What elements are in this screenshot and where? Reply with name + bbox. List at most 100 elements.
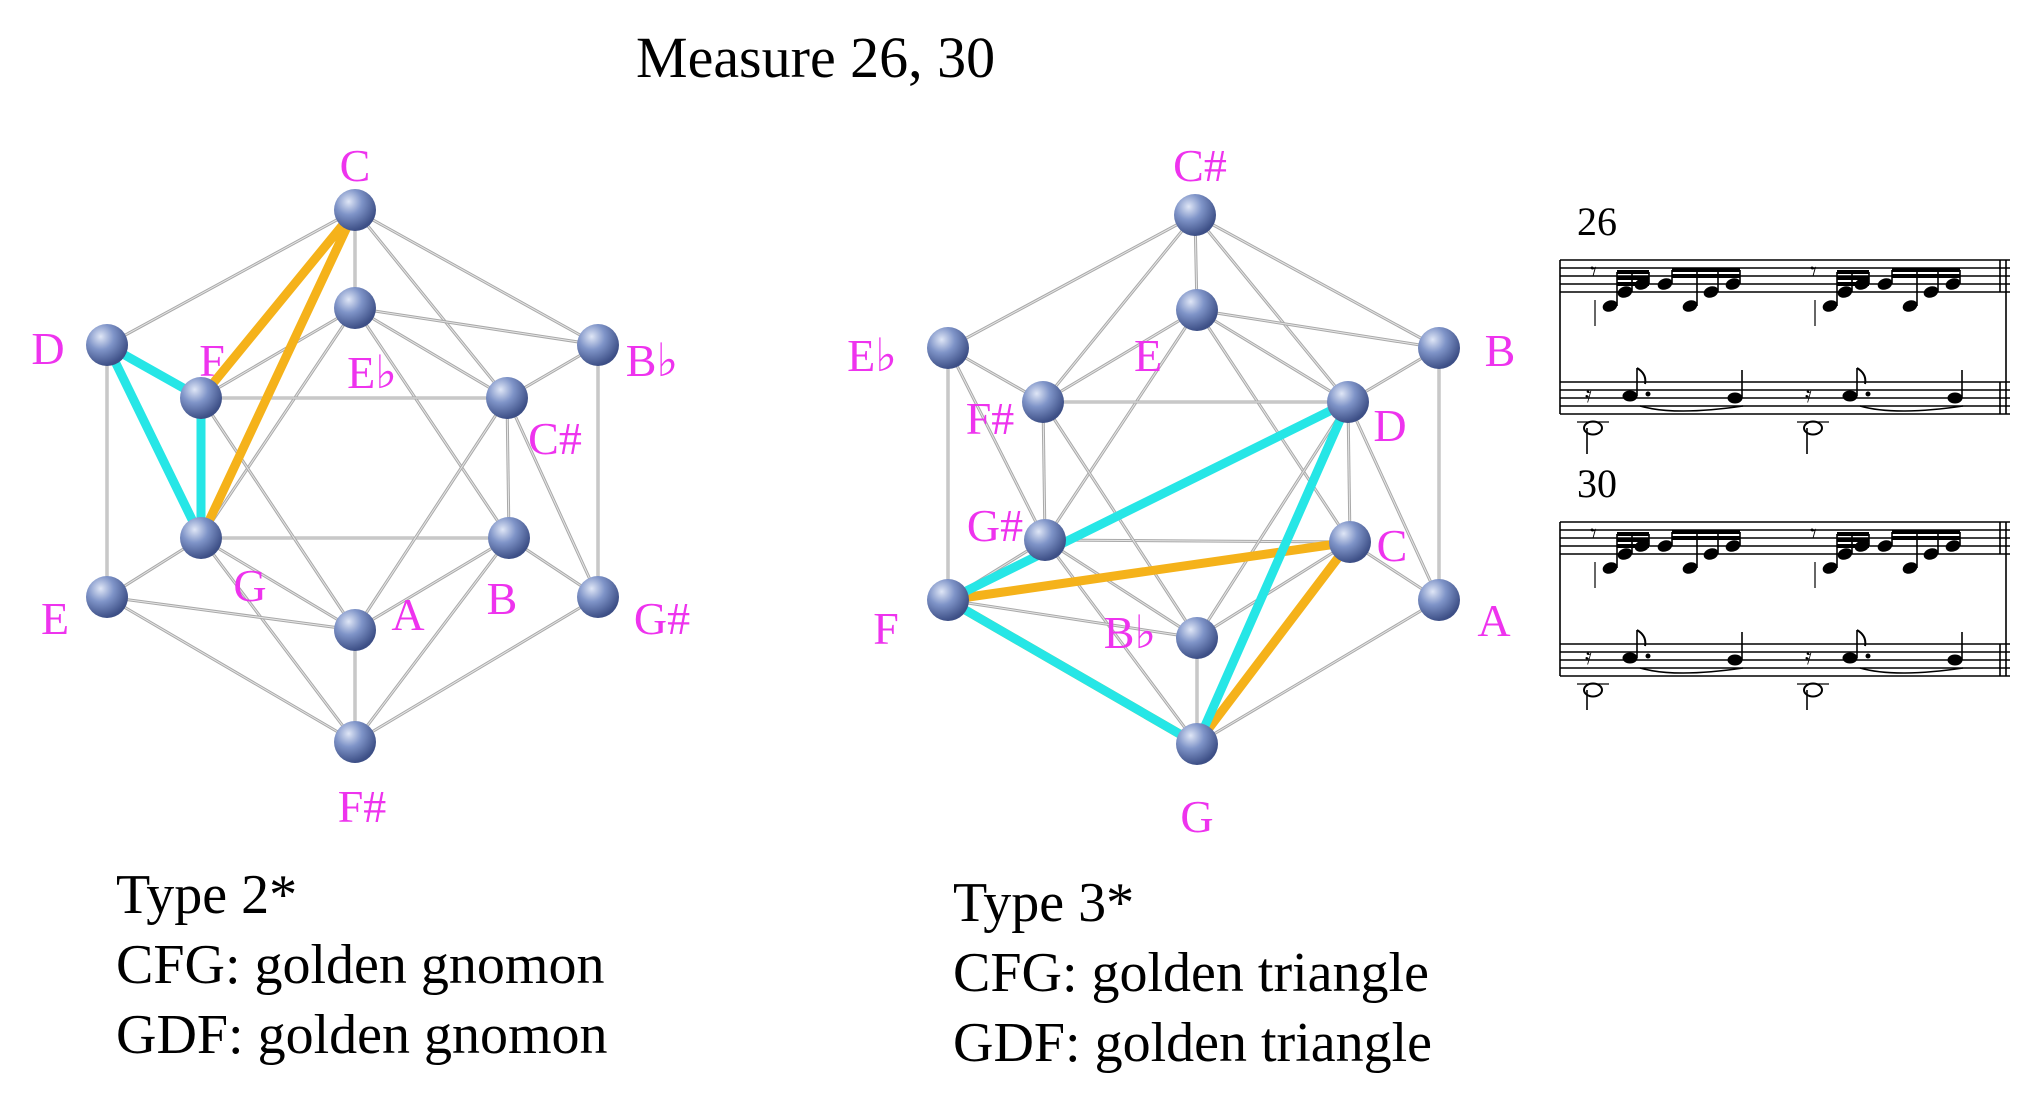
note-head — [1703, 286, 1719, 298]
node-g — [180, 517, 222, 559]
label-fs: F# — [966, 393, 1015, 444]
caption-line-gdf: GDF: golden triangle — [953, 1012, 1433, 1074]
edge-highlight — [947, 599, 1198, 639]
note-head — [1602, 300, 1618, 312]
edge-highlight — [1044, 539, 1198, 639]
node-bb — [577, 324, 619, 366]
note-head — [1945, 540, 1961, 552]
triangle-gdf — [102, 340, 206, 543]
note-flag — [1636, 629, 1647, 647]
note-head — [1822, 562, 1838, 574]
note-head — [1657, 278, 1673, 290]
note-head — [1822, 300, 1838, 312]
label-gs: G# — [967, 500, 1023, 551]
note-head — [1602, 562, 1618, 574]
label-gs: G# — [634, 593, 690, 644]
caption-line-cfg: CFG: golden triangle — [953, 942, 1429, 1004]
node-f — [180, 377, 222, 419]
augmentation-dot — [1865, 391, 1871, 397]
label-a: A — [391, 589, 424, 640]
node-c — [334, 189, 376, 231]
caption-type: Type 3* — [953, 872, 1135, 934]
label-cs: C# — [1173, 140, 1227, 191]
label-eb: E♭ — [347, 347, 397, 398]
node-b — [1418, 327, 1460, 369]
edge-highlight — [354, 307, 510, 539]
figure-title: Measure 26, 30 — [636, 25, 996, 90]
edge-highlight — [354, 307, 508, 399]
edge-highlight — [1042, 214, 1196, 403]
augmentation-dot — [1645, 391, 1651, 397]
node-a — [334, 609, 376, 651]
label-a: A — [1477, 595, 1510, 646]
node-d — [1327, 381, 1369, 423]
note-head — [1902, 300, 1918, 312]
score-measure-26: 26 𝄾𝄾𝄿𝄿 — [1559, 199, 2010, 454]
note-head — [1923, 548, 1939, 560]
edge-highlight — [106, 596, 356, 631]
edge-highlight — [1347, 401, 1351, 543]
measure-number: 26 — [1577, 199, 1617, 244]
caption-line-cfg: CFG: golden gnomon — [116, 934, 605, 996]
label-g: G — [1180, 791, 1213, 842]
note-head — [1682, 562, 1698, 574]
node-f — [927, 579, 969, 621]
eighth-rest: 𝄾 — [1810, 257, 1817, 287]
edge-highlight — [200, 537, 356, 631]
node-e — [1176, 289, 1218, 331]
note-head — [1703, 548, 1719, 560]
eighth-rest: 𝄾 — [1590, 257, 1597, 287]
edge-highlight — [1194, 214, 1349, 403]
note-head — [1877, 540, 1893, 552]
caption-left: Type 2* CFG: golden gnomon GDF: golden g… — [116, 860, 608, 1070]
tie — [1859, 667, 1964, 674]
note-flag — [1856, 629, 1867, 647]
edge-highlight — [1196, 599, 1440, 745]
edge-highlight — [354, 537, 510, 631]
note-head — [1923, 286, 1939, 298]
note-head — [1657, 540, 1673, 552]
augmentation-dot — [1865, 653, 1871, 659]
note-head — [1617, 548, 1633, 560]
note-head — [1617, 286, 1633, 298]
node-gs — [1024, 519, 1066, 561]
label-e: E — [41, 593, 69, 644]
note-head — [1727, 654, 1743, 666]
note-head — [1682, 300, 1698, 312]
music-score: 26 𝄾 𝄾 𝄿 𝄿 30 𝄾𝄾𝄿𝄿 — [1559, 199, 2010, 710]
node-c — [1329, 521, 1371, 563]
caption-line-gdf: GDF: golden gnomon — [116, 1004, 608, 1066]
edge-highlight — [200, 307, 356, 539]
edge-highlight — [200, 397, 356, 631]
edge-highlight — [1044, 309, 1198, 541]
edge-highlight — [1196, 309, 1351, 543]
label-bb: B♭ — [1104, 607, 1156, 658]
note-head — [1877, 278, 1893, 290]
node-eb — [334, 287, 376, 329]
label-eb: E♭ — [847, 330, 897, 381]
tie — [1639, 405, 1744, 412]
edge-highlight — [200, 307, 356, 399]
node-b — [488, 517, 530, 559]
sixteenth-rest: 𝄿 — [1585, 645, 1592, 670]
edge-highlight — [354, 307, 599, 346]
node-gs — [577, 576, 619, 618]
node-cs — [1174, 194, 1216, 236]
label-c: C — [340, 140, 371, 191]
sixteenth-rest: 𝄿 — [1585, 383, 1592, 408]
node-fs — [334, 721, 376, 763]
node-cs — [486, 377, 528, 419]
node-eb — [927, 327, 969, 369]
edges — [105, 208, 600, 744]
edge-highlight — [1196, 309, 1349, 403]
edge-highlight — [1044, 539, 1198, 745]
edge-highlight — [1044, 539, 1351, 543]
edge-highlight — [1042, 401, 1046, 541]
note-head — [1837, 286, 1853, 298]
score-measure-30: 30 𝄾𝄾𝄿𝄿 — [1559, 461, 2010, 710]
node-fs — [1022, 381, 1064, 423]
note-head — [1945, 278, 1961, 290]
edge-highlight — [106, 209, 356, 346]
